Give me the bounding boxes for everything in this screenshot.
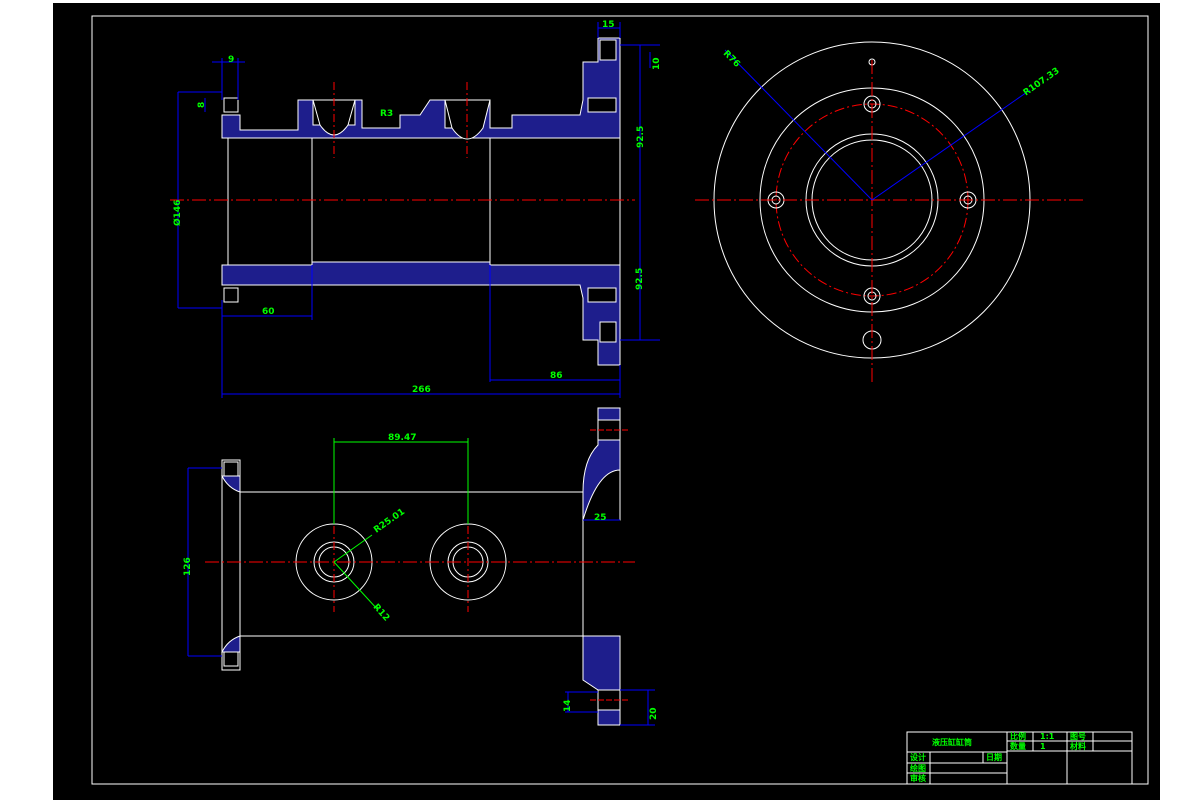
scale-value: 1:1 <box>1040 732 1055 741</box>
plan-dimension-lines-green <box>333 438 469 611</box>
top-wall-section <box>221 37 621 139</box>
drawing-label: 绘图 <box>910 763 926 773</box>
left-flange-hole-top <box>223 461 239 477</box>
flange-hole-top <box>599 39 617 61</box>
bottom-wall-section <box>221 261 621 366</box>
dim-25: 25 <box>594 513 607 523</box>
dim-126: 126 <box>183 557 193 576</box>
right-flange-top-cut <box>582 469 621 521</box>
bolt-hole-bottom-right <box>587 287 617 303</box>
dim-dia-146: Ø146 <box>172 200 183 226</box>
dim-92-5-top: 92.5 <box>636 126 646 148</box>
plan-view: 89.47 R25.01 R12 126 25 14 20 <box>183 407 659 726</box>
front-dimension-lines <box>177 22 660 398</box>
dim-92-5-bottom: 92.5 <box>635 268 645 290</box>
bolt-hole-bottom-left <box>223 287 239 303</box>
quantity-label: 数量 <box>1010 741 1026 751</box>
dim-89-47: 89.47 <box>388 433 416 443</box>
dim-9: 9 <box>228 55 234 65</box>
front-section-view: 9 15 10 8 R3 Ø146 92.5 92.5 60 86 266 <box>170 20 662 398</box>
bolt-hole-top-left <box>223 97 239 113</box>
bolt-hole-top-right <box>587 97 617 113</box>
dim-8: 8 <box>197 102 207 108</box>
dim-15: 15 <box>602 20 615 30</box>
quantity-value: 1 <box>1040 742 1046 751</box>
title-block-grid <box>907 732 1132 784</box>
scale-label: 比例 <box>1010 731 1026 741</box>
part-name: 液压缸缸筒 <box>932 737 972 747</box>
design-label: 设计 <box>910 752 926 762</box>
end-dimension-lines <box>724 49 1031 201</box>
date-label: 日期 <box>986 752 1002 762</box>
dim-10: 10 <box>652 57 662 70</box>
dim-20: 20 <box>649 707 659 720</box>
flange-hole-bottom <box>599 321 617 343</box>
drawing-frame <box>91 15 1149 785</box>
dim-266: 266 <box>412 385 431 395</box>
material-label: 材料 <box>1070 741 1086 751</box>
dim-14: 14 <box>563 699 573 712</box>
drawing-no-label: 图号 <box>1070 732 1086 741</box>
left-flange <box>221 459 241 671</box>
plan-dimension-lines-blue <box>187 467 655 726</box>
title-block-frame <box>906 731 1133 785</box>
dim-60: 60 <box>262 307 275 317</box>
dim-86: 86 <box>550 371 563 381</box>
title-block: 液压缸缸筒 比例 1:1 图号 数量 1 材料 设计 绘图 审核 日期 <box>906 731 1133 785</box>
dim-r3: R3 <box>380 109 393 119</box>
review-label: 审核 <box>910 773 926 783</box>
left-flange-hole-bottom <box>223 651 239 667</box>
